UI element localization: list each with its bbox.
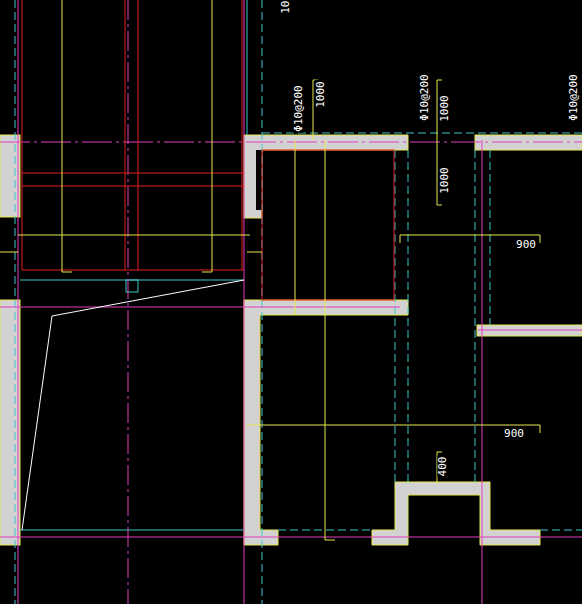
dimension-label: Φ10@200 xyxy=(567,73,578,121)
dimension-label: 900 xyxy=(515,239,537,250)
dimension-label: 1000 xyxy=(315,80,326,109)
dimension-label: 1000 xyxy=(439,94,450,123)
dimension-label: 400 xyxy=(438,455,449,477)
dimension-label: Φ10@200 xyxy=(418,73,429,121)
dimension-label: 1000 xyxy=(439,166,450,195)
dimension-label: 900 xyxy=(503,428,525,439)
dimension-label: Φ10@200 xyxy=(292,84,303,132)
dimension-label: 1000 xyxy=(280,0,291,14)
